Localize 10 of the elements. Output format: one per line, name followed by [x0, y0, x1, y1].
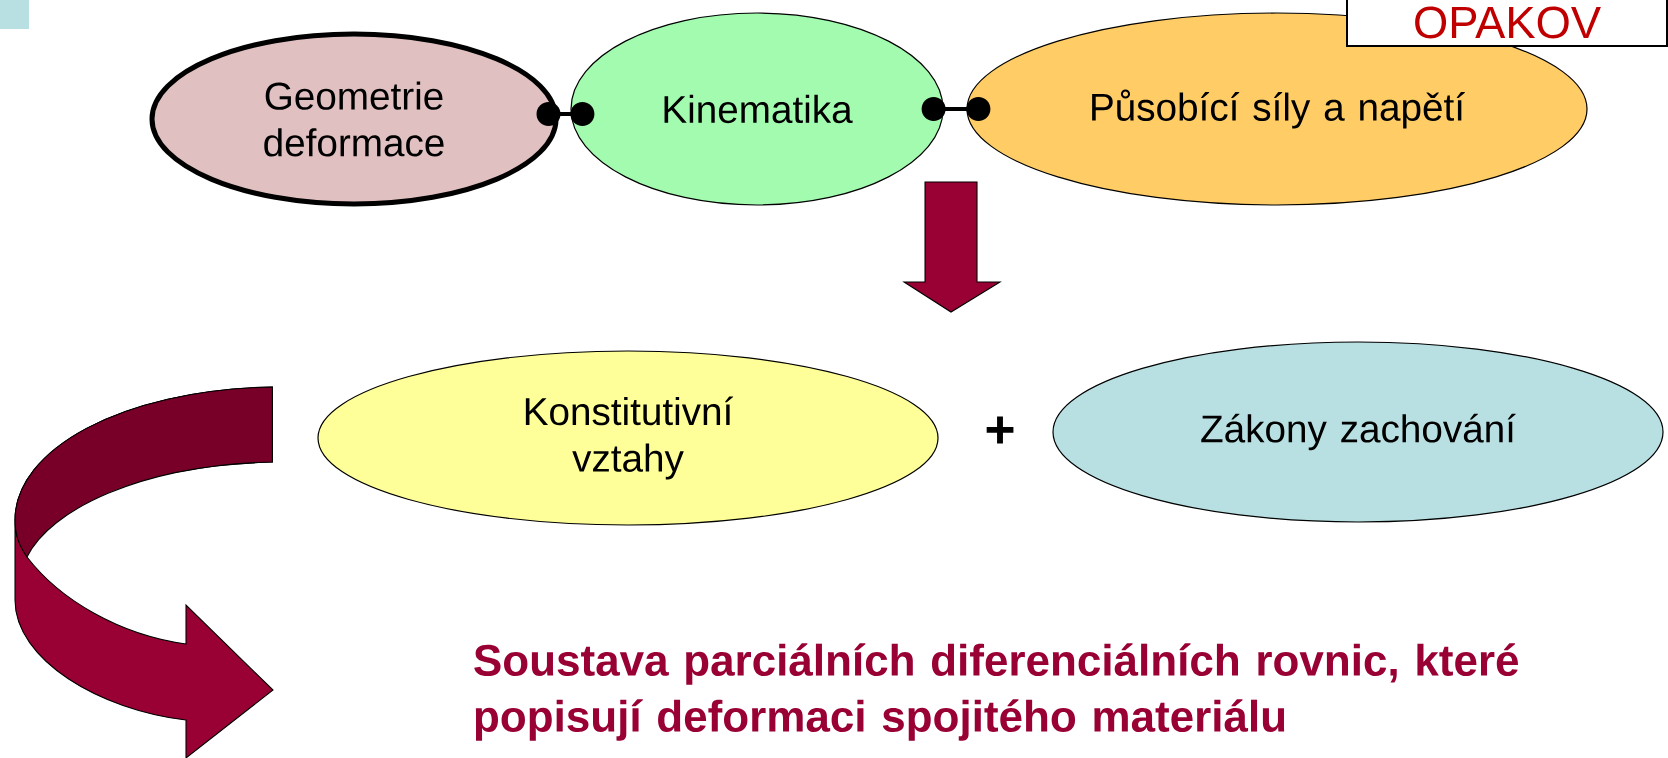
- heading-box: OPAKOV: [1346, 0, 1668, 47]
- ellipse-node: Geometrie deformace: [149, 31, 559, 207]
- ellipse-node: Zákony zachování: [1052, 341, 1664, 523]
- ellipse-node: Kinematika: [570, 12, 944, 206]
- result-text: Soustava parciálních diferenciálních rovnic, které popisují deformaci spojitého materiálu: [474, 643, 1518, 741]
- connector: [536, 102, 595, 126]
- plus-sign: +: [986, 416, 1014, 444]
- ellipse-node: Konstitutivní vztahy: [317, 350, 939, 526]
- block-arrow: [902, 181, 1002, 313]
- connector: [921, 97, 991, 121]
